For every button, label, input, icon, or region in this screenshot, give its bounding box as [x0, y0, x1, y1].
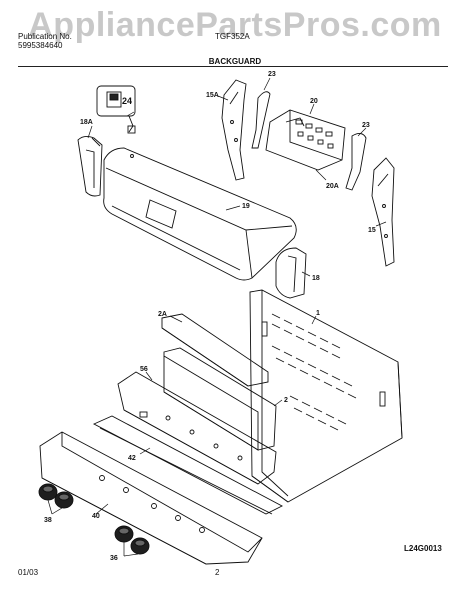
part-24-switch [96, 85, 136, 134]
part-2a-shield [161, 313, 269, 387]
section-title: BACKGUARD [208, 57, 262, 66]
callout-23-upper: 23 [268, 71, 276, 78]
part-36-knobs [114, 525, 150, 555]
part-15a-bracket [221, 79, 247, 181]
watermark: AppliancePartsPros.com [28, 6, 442, 44]
callout-24: 24 [122, 96, 132, 106]
title-divider [18, 66, 448, 67]
callout-23-lower: 23 [362, 122, 370, 129]
part-23-clip-lower [345, 133, 367, 191]
callout-15: 15 [368, 227, 376, 234]
part-42-rail [92, 415, 283, 515]
part-15-bracket [371, 157, 395, 267]
part-1-rear-panel [249, 289, 403, 503]
model-number: TGF352A [215, 32, 250, 41]
publication-number: 5995384640 [18, 41, 63, 50]
callout-18a: 18A [80, 119, 93, 126]
part-20-control-board [265, 109, 346, 171]
part-56-manifold-panel [117, 371, 277, 485]
callout-2: 2 [284, 397, 288, 404]
callout-20: 20 [310, 98, 318, 105]
part-2-inner-panel [163, 347, 277, 451]
leader-lines [47, 77, 387, 557]
part-18a-end-cap [77, 135, 103, 197]
callout-40: 40 [92, 513, 100, 520]
callout-15a: 15A [206, 92, 219, 99]
publication-label: Publication No. [18, 32, 72, 41]
callout-36: 36 [110, 555, 118, 562]
part-19-backguard-panel [103, 147, 297, 281]
part-18-end-cap [275, 247, 307, 299]
footer-page-number: 2 [215, 568, 220, 577]
part-40-control-panel [39, 431, 263, 565]
callout-19: 19 [242, 203, 250, 210]
footer-date: 01/03 [18, 568, 39, 577]
callout-42: 42 [128, 455, 136, 462]
callout-2a: 2A [158, 311, 167, 318]
callout-1: 1 [316, 310, 320, 317]
illustration-code: L24G0013 [404, 544, 442, 553]
part-23-clip-upper [251, 91, 271, 149]
callout-38: 38 [44, 517, 52, 524]
callout-20a: 20A [326, 183, 339, 190]
callout-56: 56 [140, 366, 148, 373]
part-38-knobs [38, 483, 74, 509]
callout-18: 18 [312, 275, 320, 282]
